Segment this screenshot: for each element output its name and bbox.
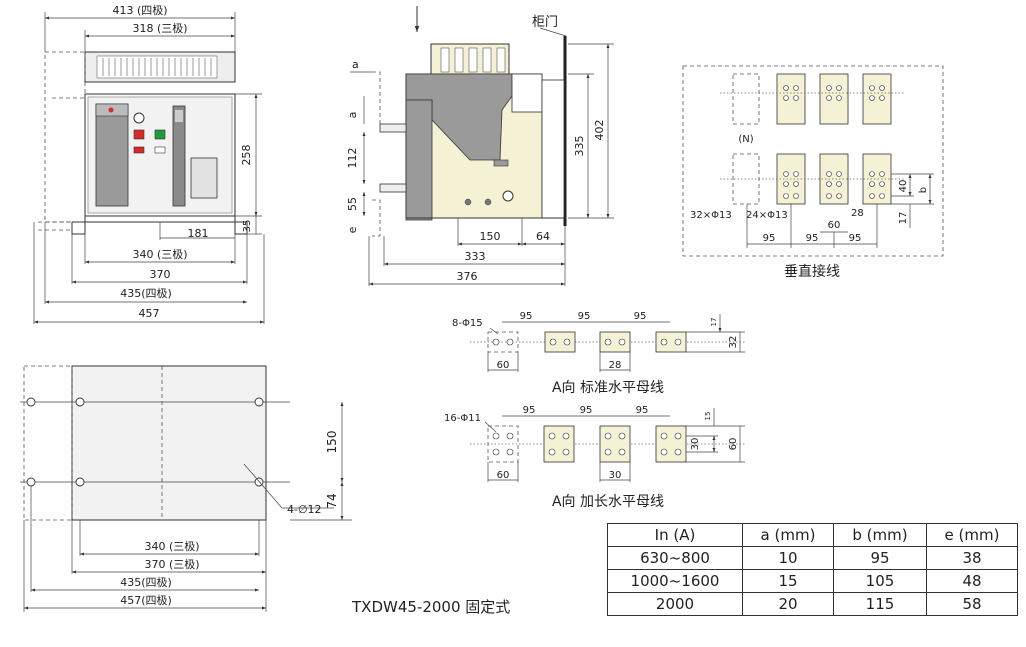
side-dim-376: 376 <box>457 270 478 283</box>
vertical-dim-17: 17 <box>898 212 909 225</box>
vertical-dim-40: 40 <box>898 180 909 193</box>
bus-ext-dim-95-c: 95 <box>636 405 649 416</box>
vertical-holes-24: 24×Φ13 <box>746 210 788 221</box>
extended-horizontal-bus: 16-Φ11 95 95 95 15 30 60 30 60 <box>444 405 745 510</box>
bus-ext-dim-60: 60 <box>497 470 510 481</box>
side-dim-333: 333 <box>465 250 486 263</box>
neutral-pole-label: (N) <box>738 134 753 145</box>
side-dim-a: a <box>346 112 359 119</box>
bus-std-dim-32: 32 <box>728 336 739 349</box>
bus-std-holes: 8-Φ15 <box>452 318 483 329</box>
bus-std-dim-95-c: 95 <box>634 311 647 322</box>
bus-std-dim-60: 60 <box>497 360 510 371</box>
bus-std-dim-95-a: 95 <box>520 311 533 322</box>
side-dim-a-top: a <box>352 58 359 71</box>
cell-b: 105 <box>833 569 927 593</box>
front-dim-413: 413 (四极) <box>112 3 167 17</box>
mount-holes: 4-∅12 <box>287 503 322 516</box>
mount-dim-435: 435(四极) <box>120 575 172 589</box>
table-header-row: In (A) a (mm) b (mm) e (mm) <box>607 523 1018 547</box>
side-dim-335: 335 <box>573 136 586 157</box>
front-dim-370: 370 <box>150 268 171 281</box>
vertical-dim-60: 60 <box>828 220 841 231</box>
front-dim-35: 35 <box>242 220 253 233</box>
bus-ext-caption: A向 加长水平母线 <box>552 494 664 510</box>
side-dim-402: 402 <box>593 120 606 141</box>
header-e: e (mm) <box>926 523 1018 547</box>
vertical-holes-32: 32×Φ13 <box>690 210 732 221</box>
mount-dim-370: 370 (三极) <box>144 557 199 571</box>
table-row: 630~800 10 95 38 <box>607 546 1018 570</box>
bus-ext-dim-95-b: 95 <box>580 405 593 416</box>
vertical-wiring-diagram: (N) 40 b 17 28 <box>682 65 944 280</box>
bus-std-dim-95-b: 95 <box>578 311 591 322</box>
bus-std-dim-17: 17 <box>710 318 718 327</box>
cell-e: 58 <box>926 592 1018 616</box>
table-row: 2000 20 115 58 <box>607 592 1018 616</box>
cell-b: 95 <box>833 546 927 570</box>
table-row: 1000~1600 15 105 48 <box>607 569 1018 593</box>
front-dim-457: 457 <box>139 307 160 320</box>
bus-ext-holes: 16-Φ11 <box>444 413 481 424</box>
cell-a: 15 <box>742 569 834 593</box>
front-dim-318: 318 (三极) <box>132 21 187 35</box>
spec-table: In (A) a (mm) b (mm) e (mm) 630~800 10 9… <box>607 523 1018 616</box>
front-dim-340: 340 (三极) <box>132 247 187 261</box>
model-caption: TXDW45-2000 固定式 <box>352 598 511 616</box>
cell-in: 1000~1600 <box>607 569 743 593</box>
cell-b: 115 <box>833 592 927 616</box>
bus-ext-dim-30-vertical: 30 <box>690 438 701 451</box>
bus-std-dim-28: 28 <box>609 360 622 371</box>
header-in: In (A) <box>607 523 743 547</box>
side-dim-55: 55 <box>346 197 359 211</box>
side-dim-150: 150 <box>480 230 501 243</box>
cell-a: 20 <box>742 592 834 616</box>
standard-horizontal-bus: 8-Φ15 95 95 95 17 32 28 60 A向 标准水平母线 <box>452 311 745 396</box>
mount-dim-457: 457(四极) <box>120 593 172 607</box>
bus-ext-dim-95-a: 95 <box>523 405 536 416</box>
cell-in: 630~800 <box>607 546 743 570</box>
mounting-plate-diagram: 150 74 4-∅12 340 (三极) 370 (三极) 435(四极) 4… <box>20 365 352 612</box>
cell-in: 2000 <box>607 592 743 616</box>
cabinet-door-label: 柜门 <box>532 15 558 30</box>
mount-dim-150: 150 <box>325 431 339 454</box>
header-b: b (mm) <box>833 523 927 547</box>
bus-std-caption: A向 标准水平母线 <box>552 380 664 396</box>
bus-ext-dim-15: 15 <box>704 412 712 421</box>
bus-ext-dim-30: 30 <box>609 470 622 481</box>
front-dim-181: 181 <box>188 227 209 240</box>
cell-a: 10 <box>742 546 834 570</box>
front-dim-435: 435(四极) <box>120 286 172 300</box>
side-view: 柜门 a a 112 55 e <box>346 6 614 286</box>
front-view: 413 (四极) 318 (三极) <box>33 3 265 324</box>
bus-ext-dim-60-vertical: 60 <box>728 438 739 451</box>
side-dim-64: 64 <box>536 230 550 243</box>
mount-dim-340: 340 (三极) <box>144 539 199 553</box>
side-dim-e: e <box>346 226 359 233</box>
cell-e: 38 <box>926 546 1018 570</box>
vertical-dim-95-b: 95 <box>806 233 819 244</box>
mount-dim-74: 74 <box>325 493 339 508</box>
vertical-dim-b: b <box>918 187 929 193</box>
header-a: a (mm) <box>742 523 834 547</box>
side-dim-112: 112 <box>346 148 359 169</box>
vertical-dim-28: 28 <box>851 208 864 219</box>
vertical-dim-95-c: 95 <box>849 233 862 244</box>
cell-e: 48 <box>926 569 1018 593</box>
vertical-dim-95-a: 95 <box>763 233 776 244</box>
vertical-caption: 垂直接线 <box>784 263 840 280</box>
front-dim-258: 258 <box>240 145 253 166</box>
